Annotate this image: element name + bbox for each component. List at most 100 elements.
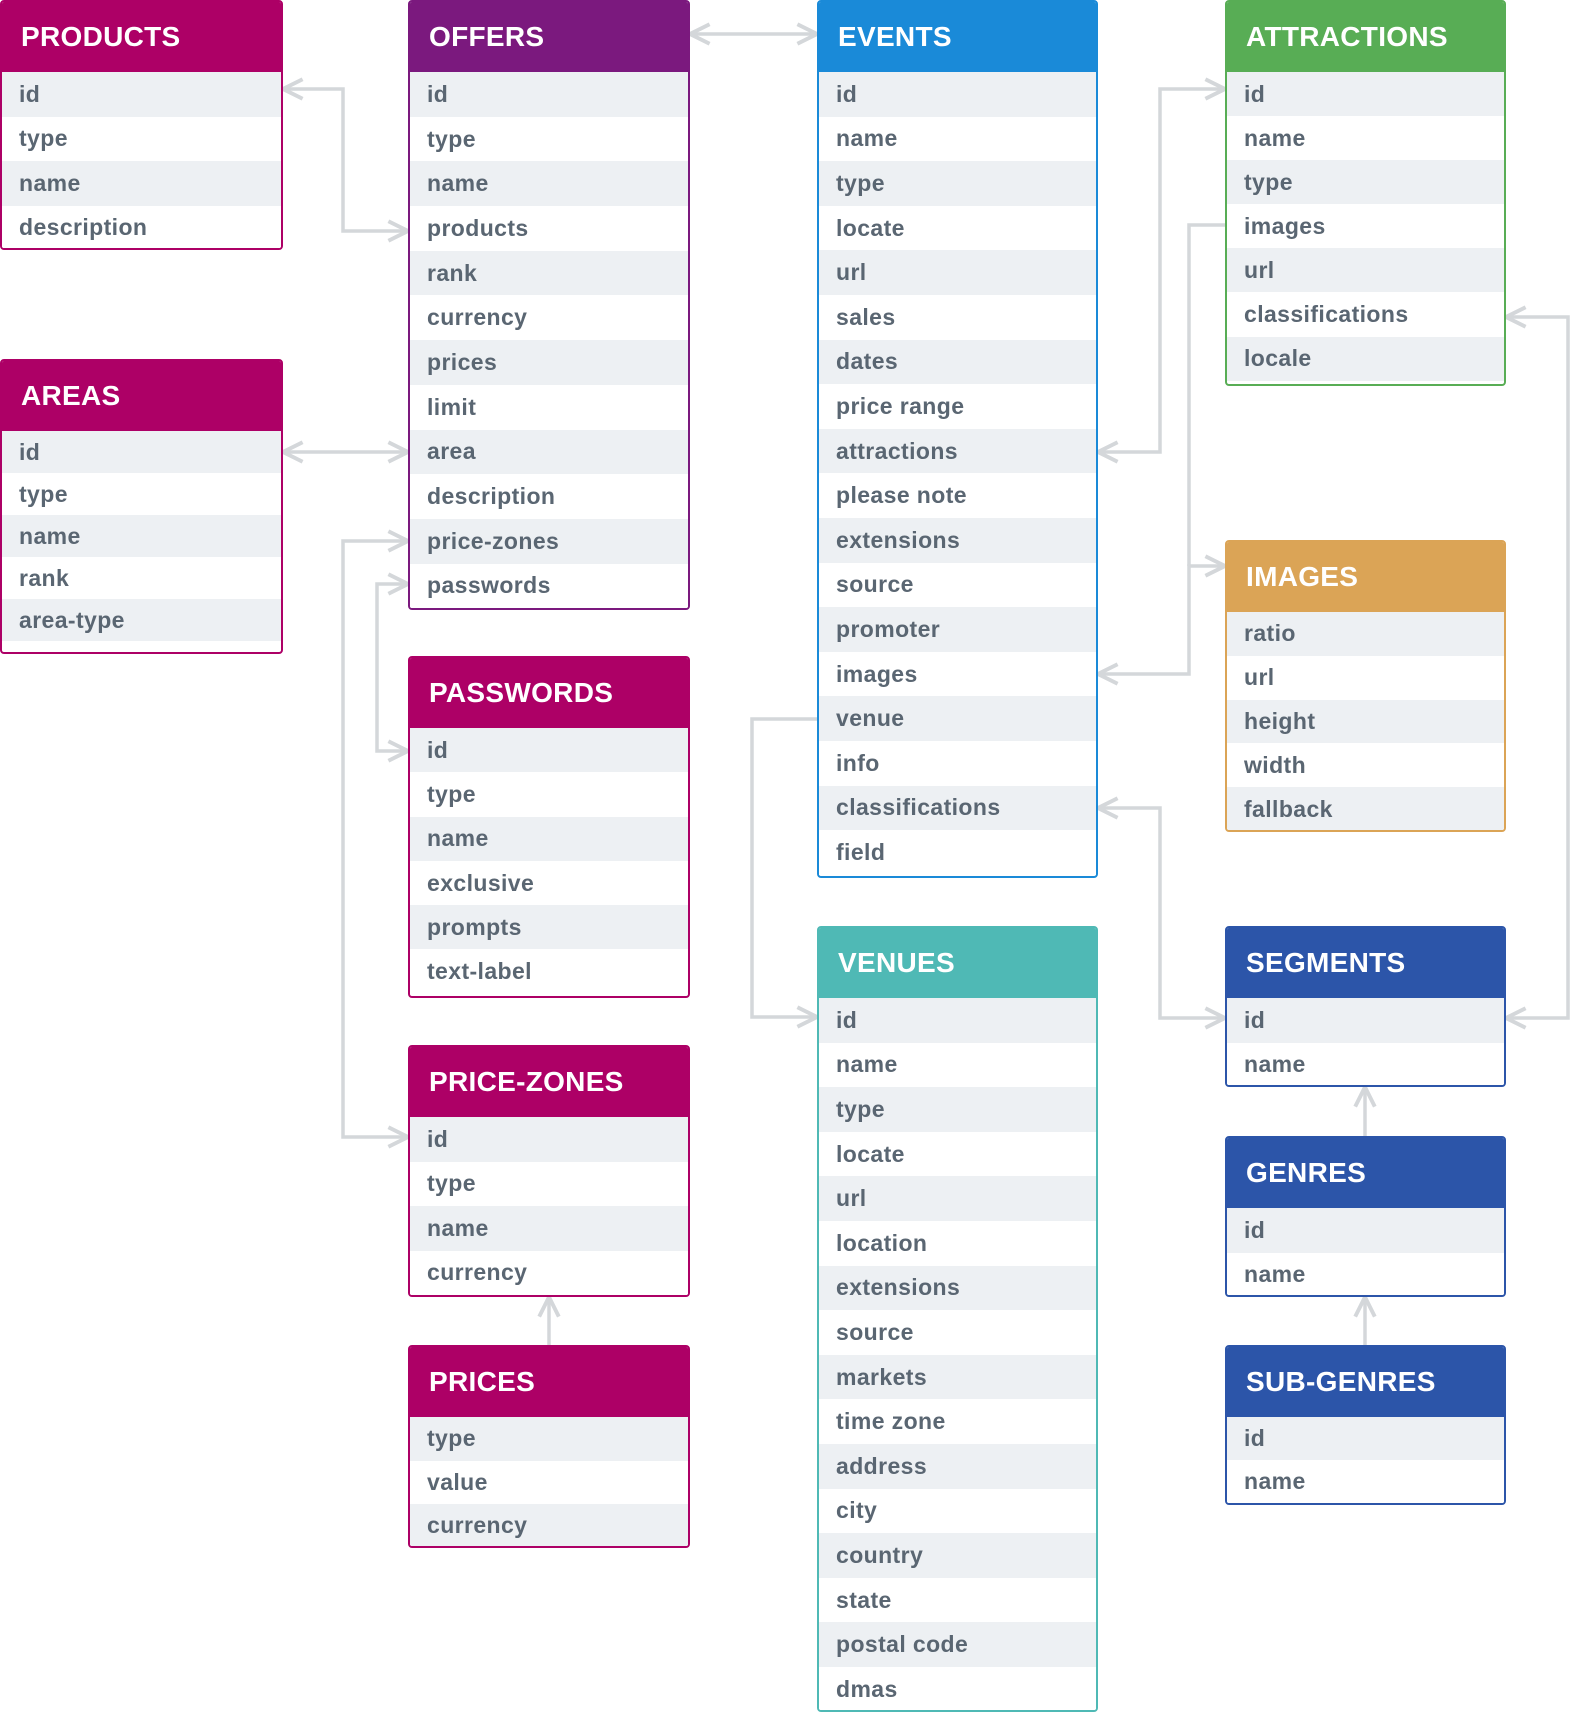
field-row: width [1227, 743, 1504, 788]
field-row: currency [410, 1250, 688, 1295]
field-row: time zone [819, 1399, 1096, 1444]
field-row: extensions [819, 1265, 1096, 1311]
field-row: markets [819, 1354, 1096, 1400]
field-row: source [819, 1310, 1096, 1355]
table-title: SEGMENTS [1246, 947, 1406, 978]
field-row: source [819, 562, 1096, 608]
field-row: dmas [819, 1666, 1096, 1710]
field-row: price range [819, 384, 1096, 429]
connector-events-attractions [1098, 89, 1225, 452]
table-title: PRICE-ZONES [429, 1066, 624, 1097]
field-row: type [410, 1161, 688, 1206]
field-row: fallback [1227, 787, 1504, 830]
field-row: prompts [410, 905, 688, 950]
field-row: name [2, 515, 281, 557]
field-row: classifications [819, 785, 1096, 831]
field-row: locate [819, 1131, 1096, 1177]
field-row: id [1227, 1208, 1504, 1253]
table-events: EVENTS id name type locate url sales dat… [817, 0, 1098, 878]
field-row: type [2, 116, 281, 161]
field-row: name [410, 816, 688, 861]
connector-events-venues [750, 717, 817, 1017]
field-row: products [410, 206, 688, 251]
field-row: id [2, 431, 281, 473]
table-title: IMAGES [1246, 561, 1359, 592]
connector-attractions-images [1187, 223, 1225, 566]
table-passwords: PASSWORDS id type name exclusive prompts… [408, 656, 690, 998]
field-row: type [410, 1417, 688, 1461]
field-row: name [1227, 1252, 1504, 1295]
field-row: url [819, 250, 1096, 295]
field-row: type [2, 473, 281, 515]
field-row: type [410, 772, 688, 817]
table-header: AREAS [2, 361, 281, 431]
field-row: currency [410, 1504, 688, 1546]
table-header: SEGMENTS [1227, 928, 1504, 998]
field-row: field [819, 830, 1096, 875]
field-row: name [2, 161, 281, 206]
table-title: PRICES [429, 1366, 536, 1397]
field-row: name [819, 1042, 1096, 1088]
table-header: EVENTS [819, 2, 1096, 72]
field-row: type [819, 161, 1096, 206]
table-sub-genres: SUB-GENRES id name [1225, 1345, 1506, 1505]
field-row: id [819, 72, 1096, 117]
field-row: id [1227, 1417, 1504, 1460]
field-row: exclusive [410, 860, 688, 906]
field-row: rank [410, 250, 688, 296]
table-prices: PRICES type value currency [408, 1345, 690, 1548]
field-row: type [410, 116, 688, 162]
table-title: SUB-GENRES [1246, 1366, 1436, 1397]
table-header: PASSWORDS [410, 658, 688, 728]
field-row: type [1227, 160, 1504, 205]
field-row: state [819, 1577, 1096, 1623]
field-row: area [410, 429, 688, 475]
field-row: id [819, 998, 1096, 1043]
field-row: name [1227, 1042, 1504, 1085]
field-row: currency [410, 295, 688, 341]
table-attractions: ATTRACTIONS id name type images url clas… [1225, 0, 1506, 386]
table-title: GENRES [1246, 1157, 1367, 1188]
table-images: IMAGES ratio url height width fallback [1225, 540, 1506, 832]
field-row: url [1227, 655, 1504, 700]
field-row: extensions [819, 517, 1096, 563]
field-row: venue [819, 696, 1096, 741]
field-row: name [1227, 1460, 1504, 1503]
table-header: OFFERS [410, 2, 688, 72]
connector-events-segments [1098, 808, 1225, 1018]
field-row: classifications [1227, 292, 1504, 337]
field-row: url [819, 1176, 1096, 1221]
table-title: VENUES [838, 947, 955, 978]
field-row: height [1227, 699, 1504, 744]
field-row: description [410, 474, 688, 519]
field-row: sales [819, 294, 1096, 340]
field-row: info [819, 740, 1096, 786]
table-header: IMAGES [1227, 542, 1504, 612]
field-row: name [410, 161, 688, 207]
field-row: images [1227, 204, 1504, 249]
field-row: address [819, 1443, 1096, 1489]
field-row: id [2, 72, 281, 117]
connector-attractions-segments [1506, 317, 1570, 1018]
field-row: name [410, 1206, 688, 1251]
field-row: postal code [819, 1622, 1096, 1667]
field-row: please note [819, 473, 1096, 518]
table-title: EVENTS [838, 21, 952, 52]
field-row: dates [819, 339, 1096, 385]
table-price-zones: PRICE-ZONES id type name currency [408, 1045, 690, 1297]
field-row: promoter [819, 607, 1096, 652]
field-row: prices [410, 340, 688, 385]
field-row: rank [2, 557, 281, 599]
connector-offers-passwords [375, 584, 408, 751]
field-row: id [1227, 998, 1504, 1043]
field-row: attractions [819, 428, 1096, 474]
field-row: name [1227, 116, 1504, 161]
table-header: PRICES [410, 1347, 688, 1417]
table-title: PRODUCTS [21, 21, 181, 52]
table-title: AREAS [21, 380, 121, 411]
field-row: name [819, 116, 1096, 162]
table-header: ATTRACTIONS [1227, 2, 1504, 72]
table-title: ATTRACTIONS [1246, 21, 1448, 52]
table-areas: AREAS id type name rank area-type [0, 359, 283, 654]
table-segments: SEGMENTS id name [1225, 926, 1506, 1087]
